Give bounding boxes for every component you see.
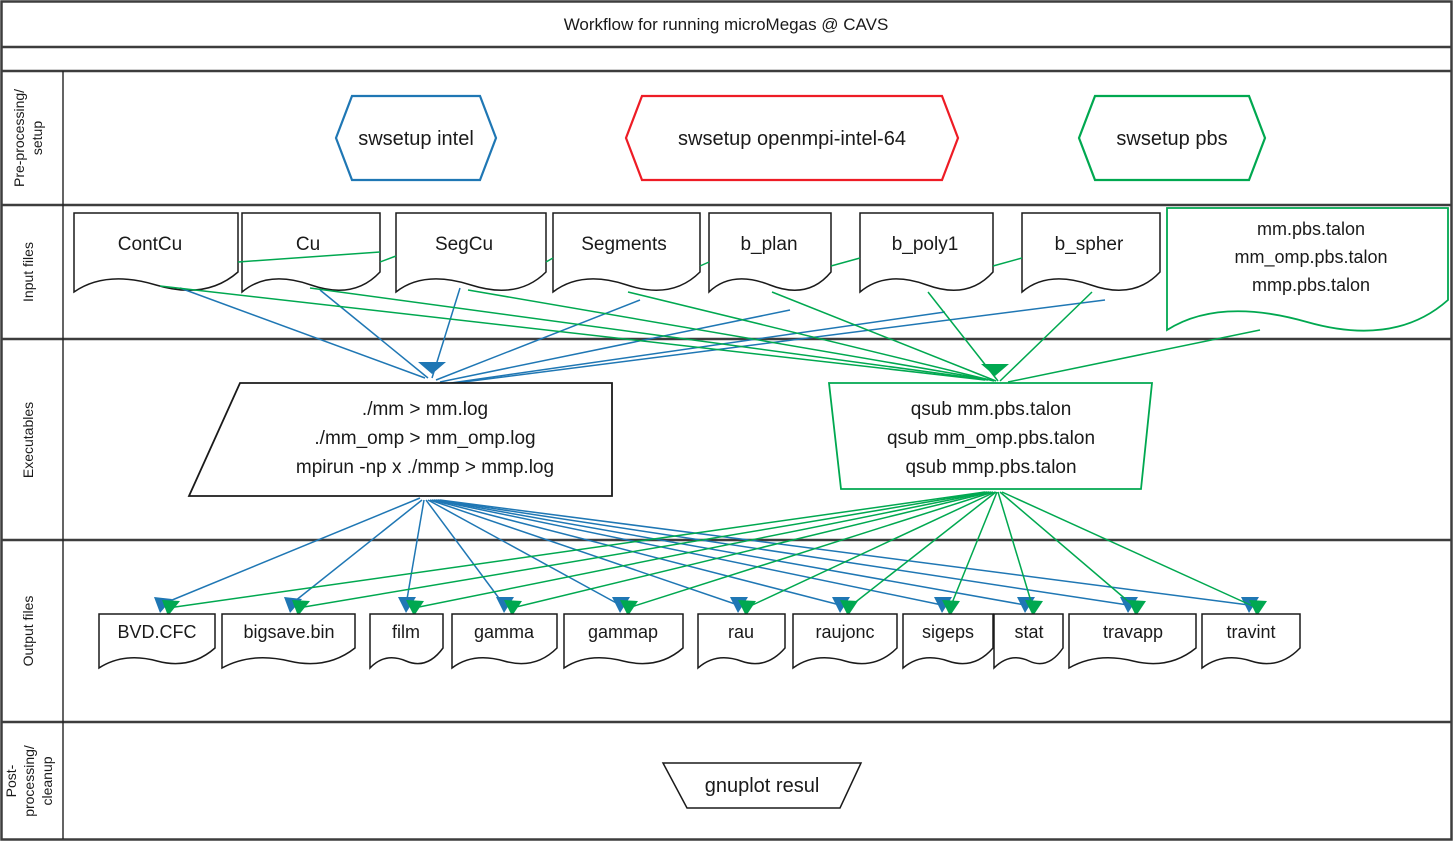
serial-exec-line-2: ./mm_omp > mm_omp.log — [314, 428, 535, 449]
input-file-label: Cu — [296, 234, 320, 255]
pbs-script-line-1: mm.pbs.talon — [1257, 219, 1365, 239]
row-label-post-line1: Post- — [3, 764, 19, 797]
batch-executable-node[interactable]: qsub mm.pbs.talon qsub mm_omp.pbs.talon … — [827, 382, 1153, 490]
output-file-label: bigsave.bin — [243, 622, 334, 642]
input-file-segments[interactable]: Segments — [552, 212, 701, 294]
diagram-title: Workflow for running microMegas @ CAVS — [564, 15, 889, 34]
output-file-label: gammap — [588, 622, 658, 642]
output-file-sigeps[interactable]: sigeps — [902, 613, 994, 670]
row-label-post-line3: cleanup — [39, 756, 55, 805]
serial-exec-line-1: ./mm > mm.log — [362, 399, 488, 420]
pbs-script-line-3: mmp.pbs.talon — [1252, 275, 1370, 295]
output-file-raujonc[interactable]: raujonc — [792, 613, 898, 670]
input-file-label: b_spher — [1055, 234, 1124, 255]
edges-input-to-serial — [179, 287, 1106, 385]
input-file-segcu[interactable]: SegCu — [395, 212, 547, 294]
row-label-post: Post- processing/ cleanup — [3, 745, 55, 817]
output-file-travint[interactable]: travint — [1201, 613, 1301, 670]
row-label-input: Input files — [20, 242, 36, 302]
swsetup-pbs-node[interactable]: swsetup pbs — [1077, 94, 1267, 182]
batch-exec-line-3: qsub mmp.pbs.talon — [905, 457, 1076, 478]
input-file-label: Segments — [581, 234, 667, 255]
swsetup-intel-node[interactable]: swsetup intel — [334, 94, 498, 182]
swsetup-pbs-label: swsetup pbs — [1116, 128, 1227, 150]
edges-serial-to-output — [154, 497, 1259, 613]
output-file-rau[interactable]: rau — [697, 613, 786, 670]
row-label-executables-line1: Executables — [20, 402, 36, 478]
input-file-label: b_plan — [740, 234, 797, 255]
row-label-executables: Executables — [20, 402, 36, 478]
input-file-bplan[interactable]: b_plan — [708, 212, 832, 294]
output-file-film[interactable]: film — [369, 613, 444, 670]
output-file-stat[interactable]: stat — [993, 613, 1064, 670]
serial-executable-node[interactable]: ./mm > mm.log ./mm_omp > mm_omp.log mpir… — [187, 382, 613, 497]
output-file-label: gamma — [474, 622, 535, 642]
output-file-bigsavebin[interactable]: bigsave.bin — [221, 613, 356, 670]
gnuplot-label: gnuplot resul — [705, 775, 820, 797]
output-file-label: BVD.CFC — [117, 622, 196, 642]
gnuplot-node[interactable]: gnuplot resul — [661, 762, 863, 809]
input-pbs-scripts-doc[interactable]: mm.pbs.talon mm_omp.pbs.talon mmp.pbs.ta… — [1166, 207, 1449, 332]
serial-exec-line-3: mpirun -np x ./mmp > mmp.log — [296, 457, 554, 478]
edges-batch-to-output — [162, 491, 1267, 616]
output-file-gammap[interactable]: gammap — [563, 613, 684, 670]
row-label-post-line2: processing/ — [21, 745, 37, 817]
output-file-label: film — [392, 622, 420, 642]
row-label-output: Output files — [20, 596, 36, 667]
input-file-bpoly1[interactable]: b_poly1 — [859, 212, 994, 294]
output-file-gamma[interactable]: gamma — [451, 613, 558, 670]
page-title: Workflow for running microMegas @ CAVS — [564, 15, 889, 34]
output-file-travapp[interactable]: travapp — [1068, 613, 1197, 670]
input-file-label: ContCu — [118, 234, 182, 255]
input-file-bspher[interactable]: b_spher — [1021, 212, 1161, 294]
input-file-contcu[interactable]: ContCu — [73, 212, 239, 294]
input-file-label: SegCu — [435, 234, 493, 255]
row-label-pre: Pre-processing/ setup — [11, 89, 45, 187]
output-file-label: stat — [1014, 622, 1043, 642]
row-label-pre-line2: setup — [29, 121, 45, 155]
row-label-input-line1: Input files — [20, 242, 36, 302]
output-file-label: travapp — [1103, 622, 1163, 642]
batch-exec-line-2: qsub mm_omp.pbs.talon — [887, 428, 1095, 449]
output-file-label: travint — [1226, 622, 1275, 642]
input-file-cu[interactable]: Cu — [241, 212, 381, 294]
batch-exec-line-1: qsub mm.pbs.talon — [911, 399, 1072, 420]
output-file-label: rau — [728, 622, 754, 642]
edges-input-to-batch — [159, 251, 1261, 383]
pbs-script-line-2: mm_omp.pbs.talon — [1234, 247, 1387, 268]
swsetup-openmpi-node[interactable]: swsetup openmpi-intel-64 — [624, 94, 960, 182]
output-file-bvdcfc[interactable]: BVD.CFC — [98, 613, 216, 670]
swsetup-intel-label: swsetup intel — [358, 128, 474, 150]
swsetup-openmpi-label: swsetup openmpi-intel-64 — [678, 128, 906, 150]
row-label-output-line1: Output files — [20, 596, 36, 667]
output-file-label: sigeps — [922, 622, 974, 642]
output-file-label: raujonc — [815, 622, 874, 642]
row-label-pre-line1: Pre-processing/ — [11, 89, 27, 187]
input-file-label: b_poly1 — [892, 234, 959, 255]
